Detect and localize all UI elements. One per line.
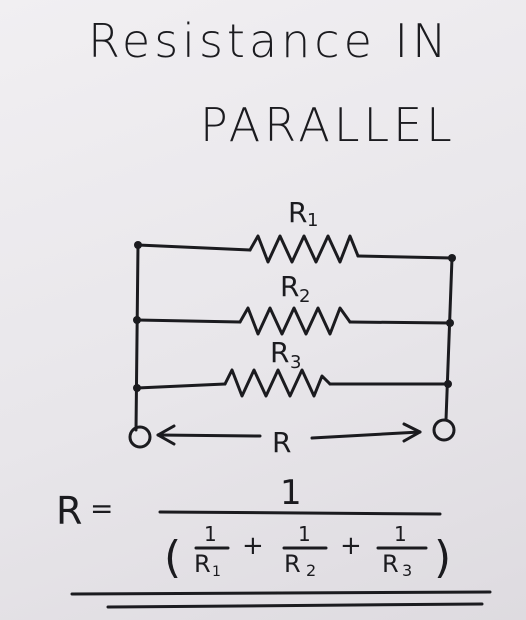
branch-2-wire-right xyxy=(348,320,452,325)
branch-2-wire-left xyxy=(135,318,242,324)
junction-dot xyxy=(133,384,141,392)
left-arrow-head xyxy=(156,424,176,446)
branch-1-wire-right xyxy=(356,254,454,260)
formula-close-paren: ) xyxy=(434,532,451,583)
junction-dot xyxy=(134,241,142,249)
resistor-2-label-index: 2 xyxy=(299,286,310,307)
resistor-3-label-index: 3 xyxy=(290,352,301,373)
title-line-1: Resistance IN xyxy=(88,14,451,68)
resistor-3-zigzag xyxy=(223,368,332,398)
branch-1-wire-left xyxy=(136,243,252,252)
term-1-numerator: 1 xyxy=(204,522,217,546)
left-arrow-line xyxy=(156,433,262,438)
junction-dot xyxy=(444,380,452,388)
right-arrow-head xyxy=(402,422,422,443)
main-fraction-bar xyxy=(158,510,442,516)
resistor-2-label-letter: R xyxy=(280,270,299,303)
right-arrow-line xyxy=(310,430,422,440)
term-1-subscript: 1 xyxy=(212,564,221,580)
resistor-2-zigzag xyxy=(238,306,352,336)
plus-2: + xyxy=(340,531,362,561)
title-line-2: PARALLEL xyxy=(200,98,456,152)
term-2-numerator: 1 xyxy=(298,522,311,546)
term-3-subscript: 3 xyxy=(402,561,412,580)
total-resistance-label: R xyxy=(272,426,291,459)
resistor-1-label-index: 1 xyxy=(307,210,318,231)
left-rail xyxy=(134,243,140,432)
formula-open-paren: ( xyxy=(164,532,181,583)
junction-dot xyxy=(446,319,454,327)
formula-equals: = xyxy=(90,492,113,525)
branch-3-wire-left xyxy=(135,382,227,390)
underline-1 xyxy=(70,590,492,596)
term-3-denominator: R xyxy=(382,550,399,578)
term-1-denominator: R xyxy=(194,550,211,578)
resistor-1-label-letter: R xyxy=(288,196,307,229)
term-2-denominator: R xyxy=(284,550,301,578)
right-rail xyxy=(444,256,454,422)
junction-dot xyxy=(133,316,141,324)
right-terminal xyxy=(432,418,456,442)
term-2-subscript: 2 xyxy=(306,561,316,580)
underline-2 xyxy=(106,602,484,609)
term-3-numerator: 1 xyxy=(394,522,407,546)
left-terminal xyxy=(128,425,152,449)
junction-dot xyxy=(448,254,456,262)
plus-1: + xyxy=(242,531,264,561)
resistor-1-zigzag xyxy=(248,234,360,264)
formula-lhs: R xyxy=(56,489,82,533)
formula-numerator: 1 xyxy=(280,473,302,513)
resistor-3-label-letter: R xyxy=(270,336,289,369)
